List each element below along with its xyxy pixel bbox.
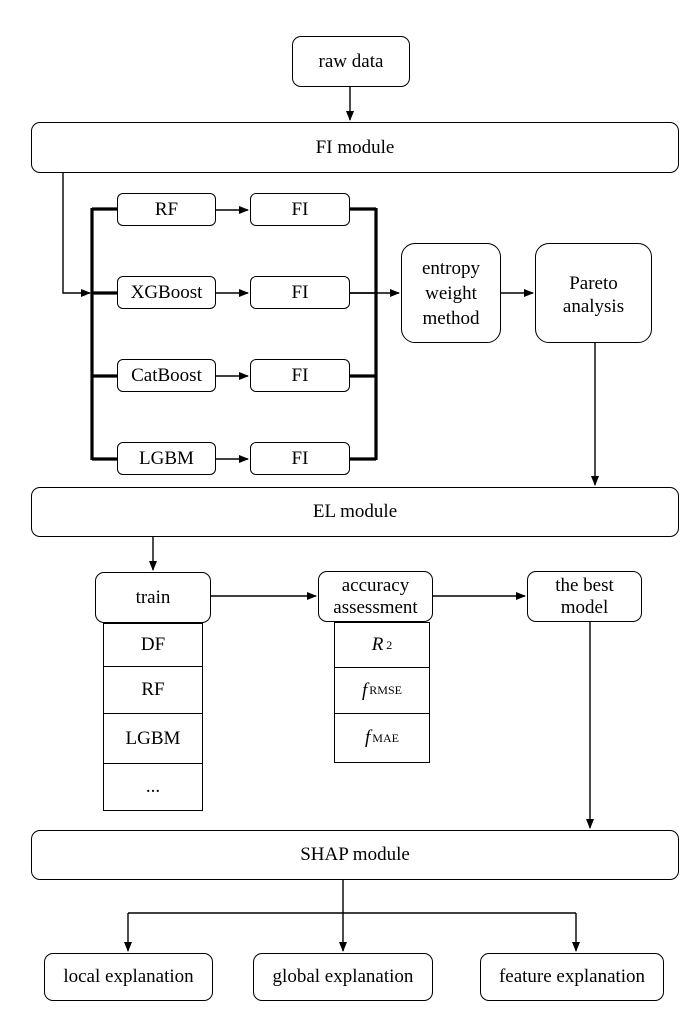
train-item-rf: RF [103,666,203,714]
accuracy-line-2: assessment [333,596,418,618]
model-lgbm-node: LGBM [117,442,216,475]
shap-module-node: SHAP module [31,830,679,880]
metric-rmse-sub: RMSE [369,683,402,697]
raw-data-node: raw data [292,36,410,87]
local-explanation-node: local explanation [44,953,213,1001]
fi-lgbm-node: FI [250,442,350,475]
model-rf-node: RF [117,193,216,226]
train-item-df: DF [103,623,203,667]
entropy-weight-node: entropy weight method [401,243,501,343]
fi-xgboost-node: FI [250,276,350,309]
best-model-line-1: the best [555,574,614,596]
entropy-line-2: weight [425,282,477,304]
arrow-fi-to-models [62,173,91,297]
metric-r2-base: R [371,634,384,655]
model-catboost-node: CatBoost [117,359,216,392]
pareto-line-2: analysis [562,296,625,317]
best-model-node: the best model [527,571,642,622]
train-item-more: ... [103,763,203,811]
global-explanation-node: global explanation [253,953,433,1001]
fi-catboost-node: FI [250,359,350,392]
train-node: train [95,572,211,623]
metric-mae-sub: MAE [372,730,399,745]
metric-r2-sup: 2 [386,637,393,652]
accuracy-assessment-node: accuracy assessment [318,571,433,622]
model-xgboost-node: XGBoost [117,276,216,309]
train-item-lgbm: LGBM [103,713,203,764]
best-model-line-2: model [560,596,609,618]
fi-rf-node: FI [250,193,350,226]
fi-module-node: FI module [31,122,679,173]
pareto-analysis-node: Pareto analysis [535,243,652,343]
el-module-node: EL module [31,487,679,537]
feature-explanation-node: feature explanation [480,953,664,1001]
metric-mae-base: f [365,727,371,748]
entropy-line-3: method [422,307,480,329]
accuracy-line-1: accuracy [341,574,410,596]
entropy-line-1: entropy [421,257,481,279]
metric-rmse-base: f [362,679,368,701]
pareto-line-1: Pareto [569,273,618,294]
